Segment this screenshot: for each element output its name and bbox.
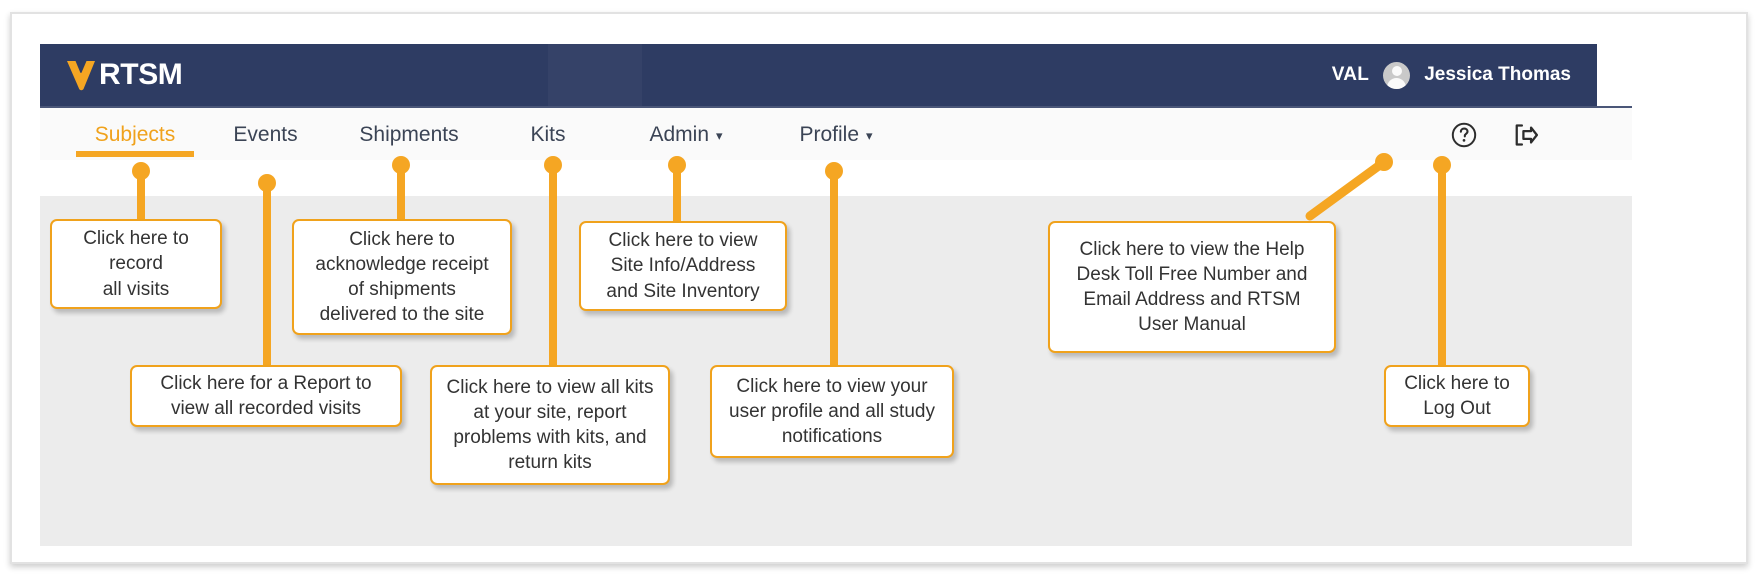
chevron-down-icon: ▾ [716,127,723,143]
nav-item-events[interactable]: Events [198,108,333,162]
connector-dot [132,162,150,180]
app-logo-text: RTSM [99,58,183,91]
connector-help [1305,153,1393,221]
nav-item-label: Admin [649,123,709,146]
callout-profile: Click here to view your user profile and… [710,365,954,458]
callout-admin: Click here to view Site Info/Address and… [579,221,787,311]
nav-item-label: Shipments [359,123,459,146]
environment-label: VAL [1331,64,1370,85]
connector-dot [825,162,843,180]
callout-shipments: Click here to acknowledge receipt of shi… [292,219,512,335]
app-nav-bar: Subjects Events Shipments Kits Admin ▾ P… [40,106,1632,160]
callout-kits: Click here to view all kits at your site… [430,365,670,485]
connector-dot [392,156,410,174]
nav-item-label: Profile [799,123,859,146]
connector-dot [1433,156,1451,174]
callout-logout: Click here to Log Out [1384,365,1530,427]
callout-events: Click here for a Report to view all reco… [130,365,402,427]
callout-subjects: Click here to record all visits [50,219,222,309]
veeva-v-icon [67,61,95,91]
app-header: RTSM VAL Jessica Thomas [40,44,1597,106]
connector-dot [258,174,276,192]
connector-dot [544,156,562,174]
application-window: RTSM VAL Jessica Thomas Subjects Events … [40,44,1632,180]
callout-help: Click here to view the Help Desk Toll Fr… [1048,221,1336,353]
document-frame: RTSM VAL Jessica Thomas Subjects Events … [10,12,1748,564]
nav-item-profile[interactable]: Profile ▾ [761,108,911,162]
connector-dot [668,156,686,174]
nav-item-list: Subjects Events Shipments Kits Admin ▾ P… [72,108,911,162]
chevron-down-icon: ▾ [866,127,873,143]
nav-item-kits[interactable]: Kits [485,108,611,162]
user-avatar-icon[interactable] [1383,61,1411,89]
nav-item-label: Events [233,123,298,146]
app-logo[interactable]: RTSM [66,58,183,91]
nav-item-label: Subjects [94,123,176,146]
nav-item-subjects[interactable]: Subjects [72,108,198,162]
help-icon[interactable] [1450,121,1478,149]
nav-item-admin[interactable]: Admin ▾ [611,108,761,162]
header-right-group: VAL Jessica Thomas [1332,44,1571,106]
nav-icon-group [1450,108,1540,162]
nav-item-label: Kits [530,123,566,146]
user-name-label[interactable]: Jessica Thomas [1424,64,1571,85]
nav-item-shipments[interactable]: Shipments [333,108,485,162]
logout-icon[interactable] [1512,121,1540,149]
